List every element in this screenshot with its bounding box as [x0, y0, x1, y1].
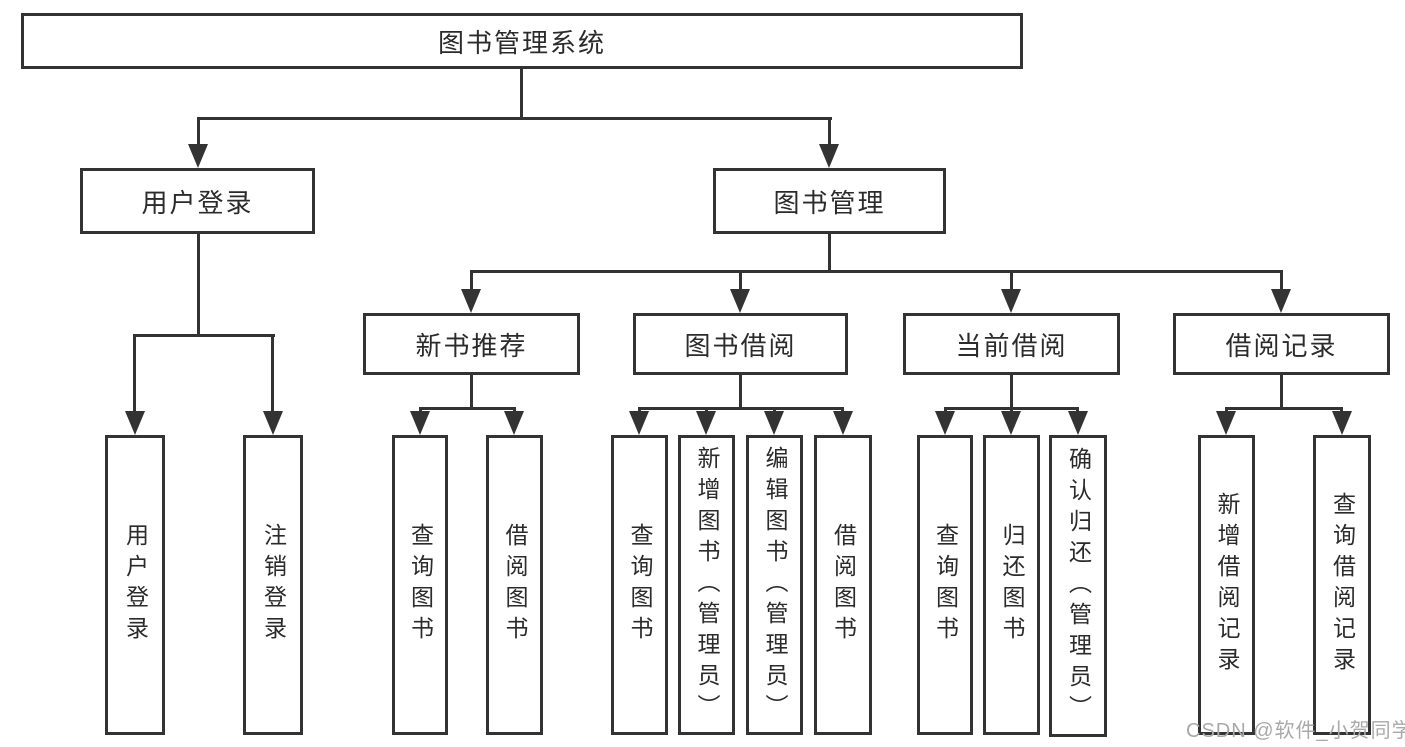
drop-line-leaf-user-login [133, 334, 136, 412]
arrow-down-icon [819, 144, 839, 168]
leaf-nb-borrow-books: 借阅图书 [486, 435, 543, 735]
drop-line-current-borrowing [1010, 270, 1013, 292]
arrow-down-icon [1216, 411, 1236, 435]
borrowing-records-h-line [1225, 407, 1343, 410]
leaf-cb-query-books-label: 查询图书 [932, 523, 959, 647]
root-h-line [197, 117, 832, 120]
leaf-cb-confirm-return-label: 确认归还（管理员） [1065, 446, 1092, 726]
leaf-cb-return-books: 归还图书 [983, 435, 1040, 735]
book-borrowing-v-line [739, 375, 742, 409]
arrow-down-icon [263, 411, 283, 435]
leaf-cb-confirm-return: 确认归还（管理员） [1049, 435, 1107, 737]
arrow-down-icon [410, 411, 430, 435]
leaf-logout-label: 注销登录 [260, 523, 287, 647]
leaf-br-add-record: 新增借阅记录 [1198, 435, 1255, 735]
leaf-cb-query-books: 查询图书 [917, 435, 973, 735]
arrow-down-icon [730, 289, 750, 313]
node-borrowing-records: 借阅记录 [1173, 313, 1390, 375]
leaf-bb-add-books-label: 新增图书（管理员） [694, 445, 720, 725]
drop-line-user-login [197, 117, 200, 145]
root-v-line [520, 69, 523, 119]
arrow-down-icon [188, 144, 208, 168]
leaf-bb-add-books: 新增图书（管理员） [678, 435, 735, 735]
leaf-user-login-label: 用户登录 [122, 523, 149, 647]
leaf-bb-edit-books-label: 编辑图书（管理员） [762, 445, 788, 725]
book-borrowing-h-line [638, 407, 844, 410]
leaf-logout: 注销登录 [243, 435, 303, 735]
book-management-v-line [828, 234, 831, 272]
node-current-borrowing-label: 当前借阅 [955, 330, 1068, 361]
drop-line-book-borrowing [739, 270, 742, 292]
leaf-bb-borrow-books: 借阅图书 [814, 435, 872, 735]
arrow-down-icon [1332, 411, 1352, 435]
drop-line-book-management [828, 117, 831, 145]
borrowing-records-v-line [1280, 375, 1283, 409]
current-borrowing-v-line [1010, 375, 1013, 409]
leaf-cb-return-books-label: 归还图书 [999, 523, 1025, 647]
drop-line-borrowing-records [1280, 270, 1283, 292]
leaf-bb-query-books: 查询图书 [611, 435, 668, 735]
arrow-down-icon [696, 411, 716, 435]
node-new-book-recommend: 新书推荐 [363, 313, 580, 375]
leaf-br-query-record-label: 查询借阅记录 [1329, 492, 1356, 678]
node-new-book-recommend-label: 新书推荐 [415, 330, 528, 361]
new-book-h-line [419, 407, 516, 410]
node-root: 图书管理系统 [21, 13, 1023, 69]
node-book-management: 图书管理 [713, 168, 946, 234]
drop-line-new-book [470, 270, 473, 292]
node-user-login-label: 用户登录 [141, 187, 254, 218]
node-book-borrowing: 图书借阅 [633, 313, 848, 375]
arrow-down-icon [629, 411, 649, 435]
drop-line-leaf-logout [271, 334, 274, 412]
arrow-down-icon [1068, 411, 1088, 435]
arrow-down-icon [461, 289, 481, 313]
leaf-br-add-record-label: 新增借阅记录 [1214, 492, 1240, 678]
user-login-h-line [133, 334, 275, 337]
arrow-down-icon [1001, 411, 1021, 435]
arrow-down-icon [125, 411, 145, 435]
leaf-br-query-record: 查询借阅记录 [1313, 435, 1371, 735]
leaf-bb-edit-books: 编辑图书（管理员） [746, 435, 803, 735]
arrow-down-icon [764, 411, 784, 435]
book-management-h-line [470, 270, 1283, 273]
arrow-down-icon [935, 411, 955, 435]
csdn-watermark: CSDN @软件_小贺同学 [1186, 720, 1405, 742]
leaf-user-login: 用户登录 [105, 435, 165, 735]
arrow-down-icon [504, 411, 524, 435]
leaf-bb-borrow-books-label: 借阅图书 [830, 523, 857, 647]
new-book-v-line [470, 375, 473, 409]
leaf-nb-query-books: 查询图书 [392, 435, 448, 735]
node-root-label: 图书管理系统 [437, 27, 606, 58]
node-user-login: 用户登录 [80, 168, 315, 234]
arrow-down-icon [1271, 289, 1291, 313]
arrow-down-icon [1001, 289, 1021, 313]
user-login-v-line [197, 234, 200, 336]
leaf-nb-borrow-books-label: 借阅图书 [502, 523, 528, 647]
leaf-nb-query-books-label: 查询图书 [407, 523, 434, 647]
node-book-management-label: 图书管理 [773, 187, 886, 218]
leaf-bb-query-books-label: 查询图书 [627, 523, 653, 647]
node-current-borrowing: 当前借阅 [903, 313, 1120, 375]
node-book-borrowing-label: 图书借阅 [684, 330, 797, 361]
arrow-down-icon [833, 411, 853, 435]
node-borrowing-records-label: 借阅记录 [1225, 330, 1338, 361]
